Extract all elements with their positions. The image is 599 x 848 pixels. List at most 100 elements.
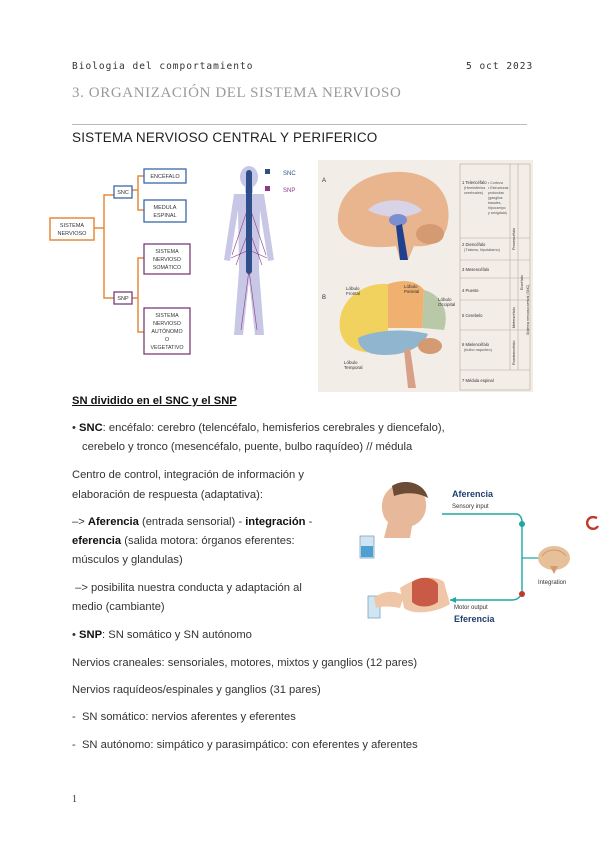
bullet-icon: • xyxy=(72,629,76,641)
svg-text:Temporal: Temporal xyxy=(344,365,363,370)
drink-glass-icon xyxy=(359,535,375,559)
svg-text:(Tálamo, hipotálamo): (Tálamo, hipotálamo) xyxy=(464,248,501,252)
root-box-label: SISTEMA xyxy=(60,223,84,229)
row-6: 6 Mielencéfalo xyxy=(462,342,490,347)
legend-snc: SNC xyxy=(283,171,296,177)
afferent-efferent-figure: Aferencia Sensory input Motor output Efe… xyxy=(359,482,599,624)
svg-text:AUTÓNOMO: AUTÓNOMO xyxy=(151,328,182,335)
snc-paragraph: • SNC: encéfalo: cerebro (telencéfalo, h… xyxy=(72,419,445,439)
svg-text:• Estructuras: • Estructuras xyxy=(488,186,509,190)
aferencia-label: Aferencia xyxy=(452,489,494,499)
brain-icon xyxy=(538,546,570,574)
page-title: 3. ORGANIZACIÓN DEL SISTEMA NERVIOSO xyxy=(72,85,402,101)
eferencia-text: (salida motora: órganos eferentes: xyxy=(121,535,295,547)
svg-text:(Hemisferios: (Hemisferios xyxy=(464,186,485,190)
telencefalo-detail: • Corteza xyxy=(488,181,503,185)
control-line2: elaboración de respuesta (adaptativa): xyxy=(72,489,263,501)
row-5: 5 Cerebelo xyxy=(462,313,483,318)
dash-bullet-icon: - xyxy=(72,711,82,723)
autonomo-text: SN autónomo: simpático y parasimpático: … xyxy=(81,739,418,751)
svg-text:y amígdala): y amígdala) xyxy=(488,211,507,215)
aferencia-term: Aferencia xyxy=(87,516,139,528)
legend-snp: SNP xyxy=(283,188,295,194)
label-occipital: Lóbulo xyxy=(438,297,452,302)
svg-text:Parietal: Parietal xyxy=(404,289,419,294)
snc-text-line2: cerebelo y tronco (mesencéfalo, puente, … xyxy=(82,441,413,453)
row-2: 2 Diencéfalo xyxy=(462,242,486,247)
row-4: 4 Puente xyxy=(462,288,479,293)
dash-text: - xyxy=(305,516,313,528)
svg-text:Frontal: Frontal xyxy=(346,291,360,296)
sensory-input-label: Sensory input xyxy=(452,504,489,510)
posibilita-line2: medio (cambiante) xyxy=(72,601,165,613)
svg-text:hipocampo: hipocampo xyxy=(488,206,506,210)
motor-output-label: Motor output xyxy=(454,605,488,611)
partial-c-mark xyxy=(586,515,599,531)
encefalo-box-label: ENCÉFALO xyxy=(150,173,180,180)
svg-text:NERVIOSO: NERVIOSO xyxy=(153,257,181,263)
autonomo-item: - SN autónomo: simpático y parasimpático… xyxy=(72,736,418,756)
division-encefalo: Encéfalo xyxy=(520,275,524,290)
course-name: Biologia del comportamiento xyxy=(72,61,254,72)
svg-text:NERVIOSO: NERVIOSO xyxy=(153,321,181,327)
autonomo-box-label: SISTEMA xyxy=(155,313,179,319)
posibilita-line1: –> posibilita nuestra conducta y adaptac… xyxy=(72,582,302,594)
label-temporal: Lóbulo xyxy=(344,360,358,365)
row-3: 3 Mesencéfalo xyxy=(462,267,490,272)
eferencia-term: eferencia xyxy=(72,535,122,547)
body-subtitle: SN dividido en el SNC y el SNP xyxy=(72,395,237,407)
division-snc: Sistema nervioso central (SNC) xyxy=(526,285,530,335)
nervous-system-diagram: SISTEMA NERVIOSO SNC SNP ENCÉFALO MEDULA… xyxy=(49,166,296,355)
division-prosencefalo: Prosencéfalo xyxy=(512,228,516,250)
svg-text:Occipital: Occipital xyxy=(438,302,455,307)
snp-label: SNP xyxy=(79,629,103,641)
division-rombencefalo: Rombencéfalo xyxy=(512,341,516,365)
svg-text:profundas: profundas xyxy=(488,191,504,195)
bullet-icon: • xyxy=(72,422,76,434)
aferencia-text: (entrada sensorial) - xyxy=(138,516,246,528)
label-a: A xyxy=(322,178,326,184)
brain-divisions-table xyxy=(459,163,531,391)
svg-text:VEGETATIVO: VEGETATIVO xyxy=(150,345,183,351)
svg-text:ESPINAL: ESPINAL xyxy=(153,213,176,219)
snc-label: SNC xyxy=(79,422,103,434)
svg-text:O: O xyxy=(165,337,169,343)
human-head-icon xyxy=(381,482,428,538)
svg-text:(bulbo raquídeo): (bulbo raquídeo) xyxy=(464,348,493,352)
division-metencefalo: Metencéfalo xyxy=(512,307,516,328)
somatico-item: - SN somático: nervios aferentes y efere… xyxy=(72,708,296,728)
snp-box-label: SNP xyxy=(117,296,129,302)
section-title: SISTEMA NERVIOSO CENTRAL Y PERIFERICO xyxy=(72,130,378,145)
medula-box-label: MEDULA xyxy=(154,205,177,211)
row-7: 7 Médula espinal xyxy=(462,378,494,383)
label-frontal: Lóbulo xyxy=(346,286,360,291)
page-number: 1 xyxy=(72,794,77,805)
eferencia-line: eferencia (salida motora: órganos eferen… xyxy=(72,532,295,552)
title-divider xyxy=(72,124,527,125)
snp-text: : SN somático y SN autónomo xyxy=(102,629,252,641)
svg-text:basales,: basales, xyxy=(488,201,501,205)
label-parietal: Lóbulo xyxy=(404,284,418,289)
svg-text:cerebrales): cerebrales) xyxy=(464,191,484,195)
aferencia-line: –> Aferencia (entrada sensorial) - integ… xyxy=(72,513,312,533)
dash-bullet-icon: - xyxy=(72,739,82,751)
svg-text:NERVIOSO: NERVIOSO xyxy=(58,231,88,237)
integration-label: Integration xyxy=(538,580,566,586)
arrow-text: –> xyxy=(72,516,88,528)
eferencia-line2: músculos y glandulas) xyxy=(72,554,183,566)
somatico-text: SN somático: nervios aferentes y eferent… xyxy=(81,711,296,723)
label-b: B xyxy=(322,295,326,301)
eferencia-label: Eferencia xyxy=(454,614,496,624)
header-date: 5 oct 2023 xyxy=(466,61,534,72)
lateral-brain-icon xyxy=(339,281,446,388)
snp-paragraph: • SNP: SN somático y SN autónomo xyxy=(72,626,252,646)
svg-text:SOMÁTICO: SOMÁTICO xyxy=(153,264,181,271)
raquideos-line: Nervios raquídeos/espinales y ganglios (… xyxy=(72,684,321,696)
sagittal-brain-icon xyxy=(337,171,449,260)
arm-icon xyxy=(367,577,450,619)
brain-anatomy-figure: A B Lóbulo Frontal Lóbulo Parietal Lóbul… xyxy=(318,160,533,392)
row-1: 1 Telencéfalo xyxy=(462,180,487,185)
craneales-line: Nervios craneales: sensoriales, motores,… xyxy=(72,657,418,669)
svg-text:(ganglios: (ganglios xyxy=(488,196,503,200)
somatico-box-label: SISTEMA xyxy=(155,249,179,255)
